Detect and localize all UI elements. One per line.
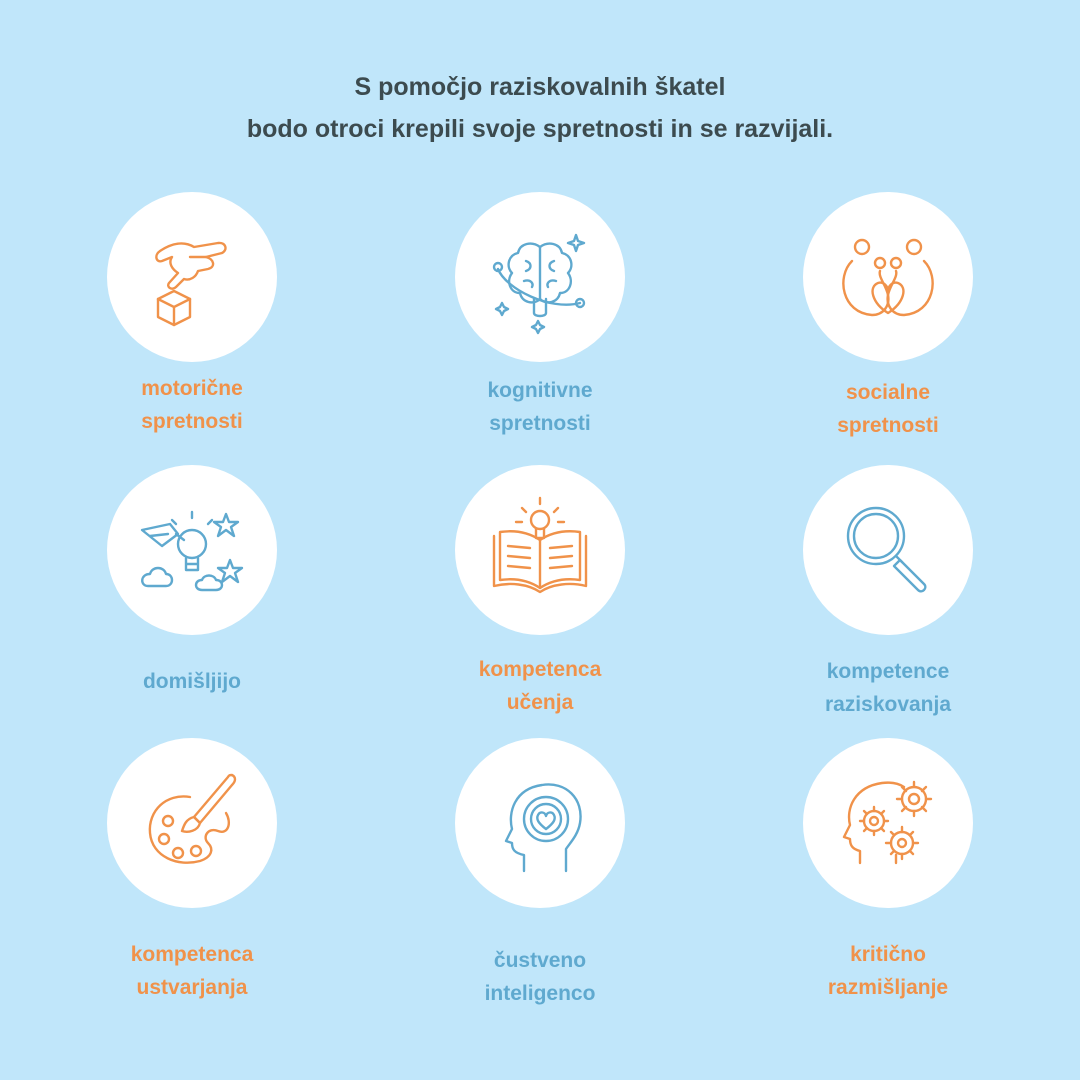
skill-motoricne: motorične spretnosti [72,192,312,433]
skill-circle [455,738,625,908]
skill-label-line-1: čustveno [493,949,587,972]
family-heart-icon [842,238,934,317]
head-gears-icon [842,780,933,865]
skill-label-line-2: ustvarjanja [136,976,248,999]
skill-label-line-1: kompetenca [478,658,602,681]
skill-label-line-2: inteligenco [484,982,596,1005]
hand-cube-icon [155,241,227,327]
skill-label: domišljijo [72,665,312,698]
palette-icon [148,773,237,864]
skill-label-line-2: učenja [506,691,574,714]
skill-socialne: socialne spretnosti [768,192,1008,437]
skill-label-line-2: razmišljanje [827,976,949,999]
skill-domisljija: domišljijo [72,465,312,705]
skill-label-line-1: motorične [141,377,243,400]
head-heart-icon [504,783,582,873]
skill-label-line-1: kritično [850,943,926,966]
skill-label: kompetenca ustvarjanja [72,938,312,1004]
skill-circle [107,465,277,635]
skill-label: kognitivne spretnosti [420,374,660,440]
skill-circle [803,465,973,635]
skill-label-line-2: raziskovanja [824,693,952,716]
skill-raziskovanje: kompetence raziskovanja [768,465,1008,716]
skill-circle [107,738,277,908]
skill-circle [455,192,625,362]
skill-label: motorične spretnosti [72,372,312,438]
skill-kriticno-razmisljanje: kritično razmišljanje [768,738,1008,999]
headline-line-1: S pomočjo raziskovalnih škatel [354,73,726,101]
idea-rocket-icon [140,510,244,592]
skill-circle [803,192,973,362]
skill-label: čustveno inteligenco [420,944,660,1010]
skill-label-line-1: kompetence [826,660,950,683]
book-lightbulb-icon [492,496,588,594]
skill-circle [107,192,277,362]
skill-label: socialne spretnosti [768,376,1008,442]
skill-circle [803,738,973,908]
skill-label-line-2: spretnosti [489,412,591,435]
headline-line-2: bodo otroci krepili svoje spretnosti in … [246,115,834,143]
skill-label-line-2: spretnosti [837,414,939,437]
skill-label: kritično razmišljanje [768,938,1008,1004]
magnifier-icon [846,506,927,593]
skill-label-line-1: domišljijo [142,670,241,693]
headline: S pomočjo raziskovalnih škatel bodo otro… [0,66,1080,150]
skill-label: kompetenca učenja [420,653,660,719]
skill-kognitivne: kognitivne spretnosti [420,192,660,435]
skill-label-line-1: socialne [845,381,931,404]
skill-label-line-1: kompetenca [130,943,254,966]
skill-ustvarjanje: kompetenca ustvarjanja [72,738,312,999]
skill-circle [455,465,625,635]
skill-label-line-1: kognitivne [487,379,593,402]
skill-label: kompetence raziskovanja [768,655,1008,721]
skill-label-line-2: spretnosti [141,410,243,433]
skill-custvena-inteligenca: čustveno inteligenco [420,738,660,1005]
skill-ucenje: kompetenca učenja [420,465,660,714]
brain-icon [492,233,586,335]
